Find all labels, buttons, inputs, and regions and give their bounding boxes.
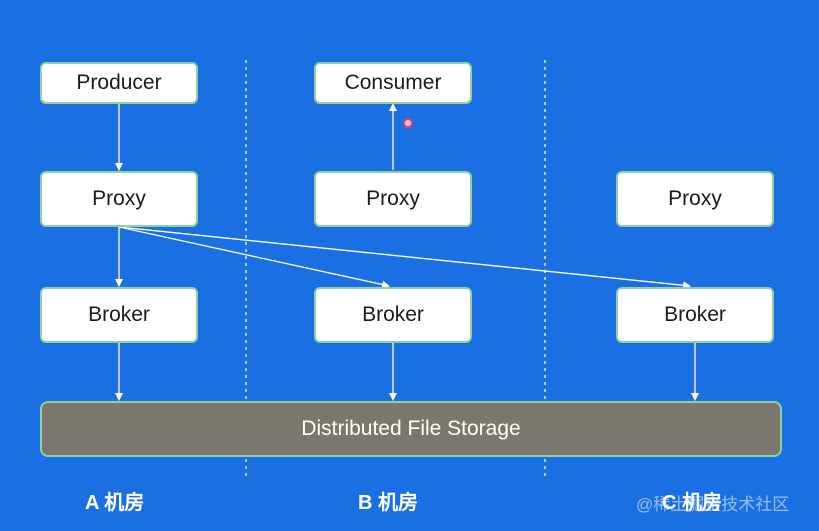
proxy-c-label: Proxy (668, 187, 722, 210)
arrow-proxy-a-to-broker-c (118, 226, 691, 290)
broker-c-node[interactable]: Broker (616, 287, 774, 343)
broker-a-node[interactable]: Broker (40, 287, 198, 343)
pointer-cursor-icon (403, 118, 413, 128)
broker-a-label: Broker (88, 303, 150, 326)
proxy-b-label: Proxy (366, 187, 420, 210)
datacenter-c-label: C 机房 (662, 492, 722, 514)
proxy-b-node[interactable]: Proxy (314, 171, 472, 227)
consumer-node[interactable]: Consumer (314, 62, 472, 104)
datacenter-b-label: B 机房 (358, 492, 418, 514)
producer-label: Producer (76, 71, 162, 94)
broker-b-label: Broker (362, 303, 424, 326)
consumer-label: Consumer (344, 71, 442, 94)
proxy-a-node[interactable]: Proxy (40, 171, 198, 227)
broker-b-node[interactable]: Broker (314, 287, 472, 343)
datacenter-a-label: A 机房 (85, 492, 145, 514)
storage-label: Distributed File Storage (301, 417, 521, 440)
producer-node[interactable]: Producer (40, 62, 198, 104)
proxy-c-node[interactable]: Proxy (616, 171, 774, 227)
distributed-file-storage[interactable]: Distributed File Storage (40, 401, 782, 457)
broker-c-label: Broker (664, 303, 726, 326)
proxy-a-label: Proxy (92, 187, 146, 210)
watermark: @稀土掘金技术社区 (636, 495, 790, 514)
arrow-proxy-a-to-broker-b (118, 226, 390, 289)
